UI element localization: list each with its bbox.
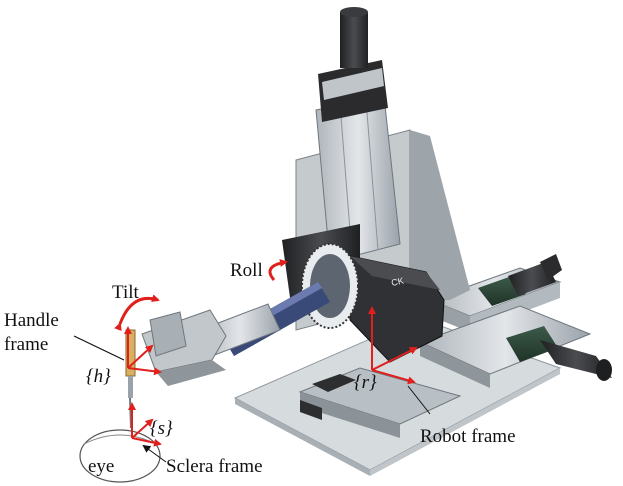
roll-housing: CK — [282, 224, 445, 363]
s-frame-label: {s} — [150, 418, 173, 439]
robot-frame-label: Robot frame — [420, 426, 516, 447]
handle-frame-axes — [124, 326, 162, 376]
right-linear-stage — [418, 254, 612, 388]
sclera-frame-axes — [128, 402, 162, 447]
handle-frame-leader — [73, 335, 125, 361]
roll-arrow-icon — [268, 259, 288, 281]
handle-frame-label-line2: frame — [4, 334, 48, 355]
r-frame-label: {r} — [354, 372, 377, 393]
sclera-frame-label: Sclera frame — [166, 456, 263, 477]
handle-frame-label-line1: Handle — [4, 310, 59, 331]
robot-frame-axes — [368, 306, 418, 385]
bottom-linear-stage — [298, 367, 462, 438]
svg-text:CK: CK — [390, 276, 404, 288]
robot-frame-leader — [407, 385, 431, 415]
sclera-frame-leader — [142, 444, 167, 463]
tilt-arrow-icon — [114, 294, 160, 332]
eye-icon — [79, 429, 161, 483]
tilt-label: Tilt — [112, 282, 139, 303]
roll-label: Roll — [230, 260, 263, 281]
eye-label: eye — [88, 456, 114, 477]
h-frame-label: {h} — [86, 366, 111, 387]
